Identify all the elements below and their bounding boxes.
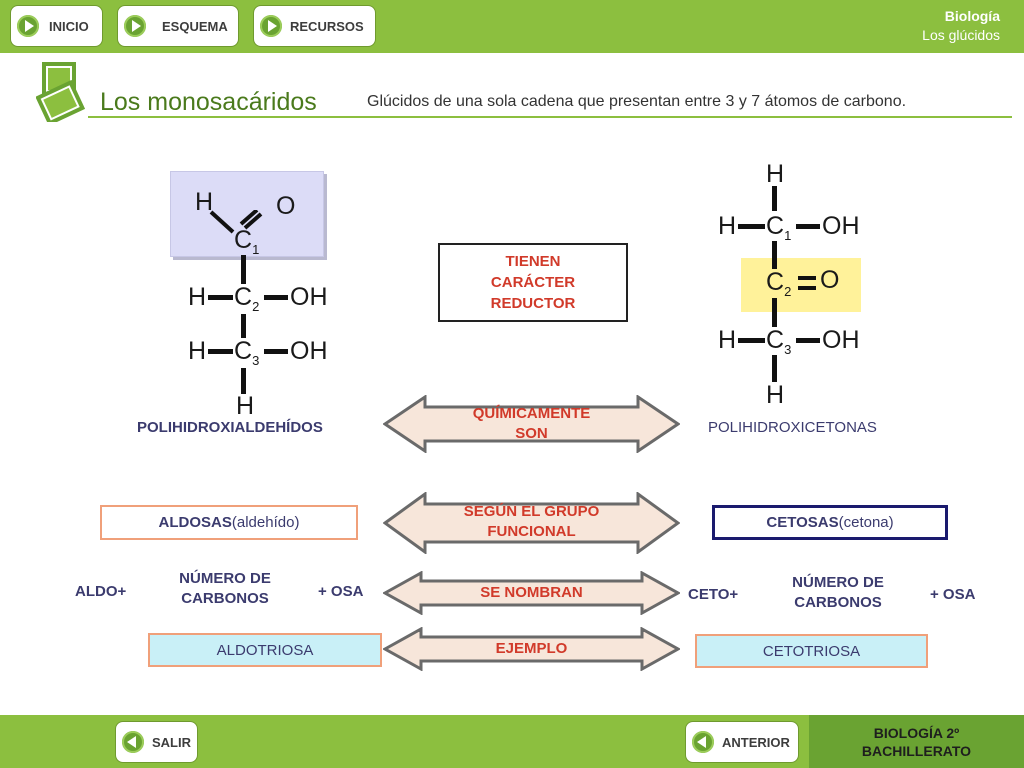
topic-label: Los glúcidos	[922, 27, 1000, 43]
ketose-h-bottom: H	[766, 381, 785, 409]
salir-label: SALIR	[152, 734, 191, 750]
cetosas-note: (cetona)	[838, 514, 894, 531]
double-arrow	[383, 627, 680, 671]
aldose-h-bottom: H	[236, 392, 255, 420]
ceto-prefix: CETO+	[688, 586, 739, 603]
bond	[772, 355, 777, 382]
anterior-label: ANTERIOR	[722, 734, 790, 750]
grupo-funcional-arrow-text: SEGÚN EL GRUPO FUNCIONAL	[463, 503, 600, 540]
ketose-oh3: OH	[822, 326, 860, 354]
ceto-numero-carbonos: NÚMERO DE CARBONOS	[792, 574, 884, 611]
reductor-line: REDUCTOR	[490, 295, 576, 312]
bond	[796, 338, 820, 343]
bond	[264, 349, 288, 354]
bond	[796, 224, 820, 229]
reductor-line: CARÁCTER	[490, 274, 576, 291]
aldose-c2: C2	[234, 283, 260, 314]
aldo-numero-carbonos: NÚMERO DE CARBONOS	[179, 570, 271, 607]
bond	[798, 276, 816, 280]
ketose-h1: H	[718, 212, 737, 240]
aldose-c3: C3	[234, 337, 260, 368]
esquema-button[interactable]: ESQUEMA	[117, 5, 239, 47]
page-subtitle: Glúcidos de una sola cadena que presenta…	[367, 93, 907, 110]
top-bar: INICIO ESQUEMA RECURSOS Biología Los glú…	[0, 0, 1024, 53]
aldose-c1: C1	[234, 226, 260, 257]
bond	[241, 314, 246, 338]
section-icon	[36, 62, 86, 122]
aldose-o-top: O	[276, 192, 296, 220]
course-badge: BIOLOGÍA 2º BACHILLERATO	[809, 715, 1024, 768]
ketose-c2: C2	[766, 268, 792, 299]
bond	[208, 295, 233, 300]
reductor-box: TIENEN CARÁCTER REDUCTOR	[438, 243, 628, 322]
aldose-oh3: OH	[290, 337, 328, 365]
cetosas-label: CETOSAS	[766, 514, 839, 531]
bond	[241, 368, 246, 394]
play-icon	[260, 15, 282, 37]
page-title: Los monosacáridos	[100, 88, 317, 116]
anterior-button[interactable]: ANTERIOR	[685, 721, 799, 763]
ceto-osa-suffix: + OSA	[930, 586, 976, 603]
se-nombran-arrow-text: SE NOMBRAN	[480, 584, 583, 601]
bond	[241, 255, 246, 284]
ketone-group-highlight	[741, 258, 861, 312]
aldosas-box: ALDOSAS (aldehído)	[100, 505, 358, 540]
ketose-c1: C1	[766, 212, 792, 243]
ketose-h-top: H	[766, 160, 785, 188]
aldosas-label: ALDOSAS	[158, 514, 232, 531]
header-info: Biología Los glúcidos	[922, 8, 1000, 43]
cetosas-box: CETOSAS (cetona)	[712, 505, 948, 540]
esquema-label: ESQUEMA	[162, 18, 228, 34]
recursos-label: RECURSOS	[290, 18, 364, 34]
aldose-h3: H	[188, 337, 207, 365]
reductor-line: TIENEN	[505, 253, 561, 270]
polihidroxicetonas-label: POLIHIDROXICETONAS	[708, 419, 877, 436]
aldose-oh2: OH	[290, 283, 328, 311]
aldehyde-bonds	[209, 210, 263, 234]
aldose-h-top: H	[195, 188, 214, 216]
bond	[264, 295, 288, 300]
bond	[738, 224, 765, 229]
recursos-button[interactable]: RECURSOS	[253, 5, 376, 47]
aldose-h2: H	[188, 283, 207, 311]
aldo-prefix: ALDO+	[75, 583, 127, 600]
polihidroxialdehidos-label: POLIHIDROXIALDEHÍDOS	[137, 419, 323, 436]
double-arrow	[383, 395, 680, 453]
aldo-osa-suffix: + OSA	[318, 583, 364, 600]
inicio-label: INICIO	[49, 18, 89, 34]
play-icon	[17, 15, 39, 37]
quimicamente-arrow-text: QUÍMICAMENTE SON	[472, 405, 591, 442]
ketose-o2: O	[820, 266, 840, 294]
back-arrow-icon	[122, 731, 144, 753]
bond	[738, 338, 765, 343]
subject-label: Biología	[944, 8, 1000, 24]
aldehyde-group-highlight	[170, 171, 324, 257]
title-divider	[88, 116, 1012, 118]
play-icon	[124, 15, 146, 37]
ketose-h3: H	[718, 326, 737, 354]
bond	[772, 186, 777, 211]
aldotriosa-box: ALDOTRIOSA	[148, 633, 382, 667]
course-line: BIOLOGÍA 2º	[873, 724, 960, 741]
ketose-oh1: OH	[822, 212, 860, 240]
double-arrow	[383, 571, 680, 615]
bond	[798, 286, 816, 290]
ketose-c3: C3	[766, 326, 792, 357]
double-arrow	[383, 492, 680, 554]
bond	[208, 349, 233, 354]
bond	[772, 241, 777, 269]
aldosas-note: (aldehído)	[231, 514, 300, 531]
ejemplo-arrow-text: EJEMPLO	[495, 640, 568, 657]
salir-button[interactable]: SALIR	[115, 721, 198, 763]
course-line: BACHILLERATO	[861, 742, 972, 759]
cetotriosa-box: CETOTRIOSA	[695, 634, 928, 668]
bond	[772, 298, 777, 327]
back-arrow-icon	[692, 731, 714, 753]
inicio-button[interactable]: INICIO	[10, 5, 103, 47]
